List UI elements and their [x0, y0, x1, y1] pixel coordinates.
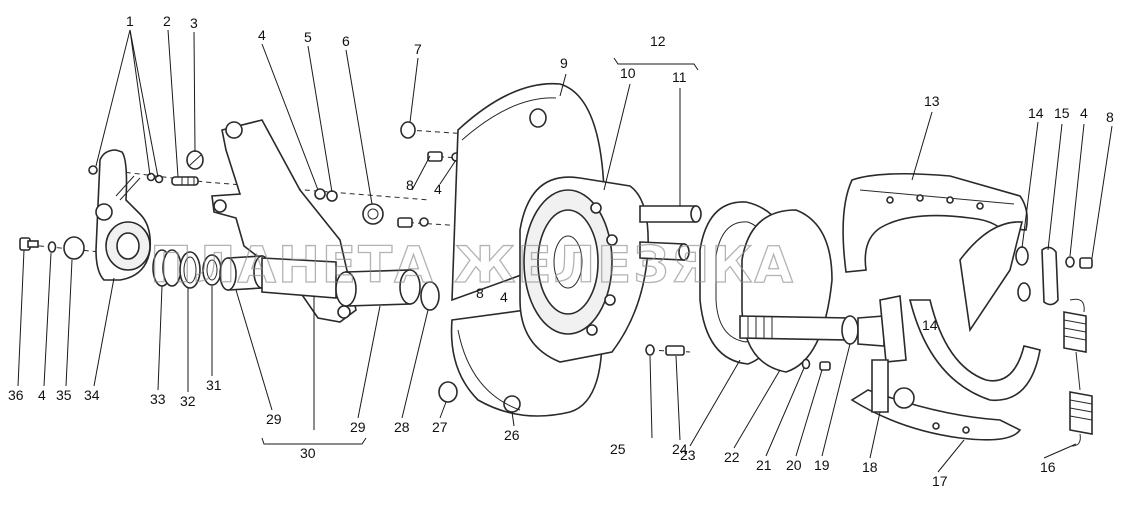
callout-15: 15	[1054, 105, 1070, 121]
washer-25	[645, 344, 655, 356]
ring-31	[202, 254, 222, 286]
callout-6: 6	[342, 33, 350, 49]
callout-33: 33	[150, 391, 166, 407]
ring-28	[420, 281, 440, 311]
callout-2: 2	[163, 13, 171, 29]
callout-30: 30	[300, 445, 316, 461]
callout-11: 11	[672, 69, 687, 85]
callout-4-right: 4	[1080, 105, 1088, 121]
callout-27: 27	[432, 419, 448, 435]
nipple-6	[362, 203, 384, 225]
watermark-text: ПЛАНЕТА ЖЕЛЕЗЯКА	[150, 236, 795, 294]
callout-31: 31	[206, 377, 222, 393]
callout-14-upper: 14	[1028, 105, 1044, 121]
bolt-8-right	[1079, 257, 1093, 269]
leader-lines	[17, 29, 1113, 473]
slack-adjuster-34	[95, 149, 152, 281]
callout-10: 10	[620, 65, 636, 81]
callout-35: 35	[56, 387, 72, 403]
brake-shoe-17	[850, 299, 1041, 441]
nuts-1	[88, 165, 164, 184]
callout-29-right: 29	[350, 419, 366, 435]
callout-4-upper-left: 4	[258, 27, 266, 43]
pin-2	[171, 176, 199, 186]
washer-4-right	[1065, 256, 1075, 268]
ring-32	[179, 251, 201, 289]
callout-25: 25	[610, 441, 626, 457]
callout-29-left: 29	[266, 411, 282, 427]
bolt-36	[19, 237, 39, 251]
bolt-8-middle	[397, 217, 429, 228]
callout-13: 13	[924, 93, 940, 109]
callout-21: 21	[756, 457, 772, 473]
washer-21	[801, 358, 811, 370]
callout-32: 32	[180, 393, 196, 409]
callout-8-right: 8	[1106, 109, 1114, 125]
callout-8-lower: 8	[476, 285, 484, 301]
callout-3: 3	[190, 15, 198, 31]
callout-12: 12	[650, 33, 666, 49]
callout-24: 24	[672, 441, 688, 457]
plug-27	[438, 381, 458, 403]
cam-shaft-19	[739, 295, 907, 363]
callout-4-lower: 4	[500, 289, 508, 305]
hub-body-10	[519, 176, 649, 363]
link-plate-15	[1041, 246, 1059, 306]
callout-19: 19	[814, 457, 830, 473]
bolt-24	[665, 345, 685, 356]
cap-7	[400, 121, 416, 139]
axle-pins-11	[639, 205, 702, 261]
callout-18: 18	[862, 459, 878, 475]
bushing-29-right	[335, 269, 421, 307]
callout-9: 9	[560, 55, 568, 71]
callout-8-upper: 8	[406, 177, 414, 193]
callout-16: 16	[1040, 459, 1056, 475]
shaft-sleeve	[261, 257, 337, 299]
bolt-8-upper	[427, 151, 461, 162]
callout-5: 5	[304, 29, 312, 45]
callout-34: 34	[84, 387, 100, 403]
roller-18	[871, 359, 915, 413]
nuts-5	[314, 188, 338, 202]
callout-26: 26	[504, 427, 520, 443]
spring-16	[1063, 298, 1093, 447]
callout-28: 28	[394, 419, 410, 435]
callout-1: 1	[126, 13, 134, 29]
callout-14-lower: 14	[922, 317, 938, 333]
brake-shoe-13	[842, 172, 1028, 333]
callout-4-left: 4	[38, 387, 46, 403]
callout-36: 36	[8, 387, 24, 403]
callout-23: 23	[680, 447, 696, 463]
callout-4-upper: 4	[434, 181, 442, 197]
rings-14	[1015, 246, 1031, 302]
callout-7: 7	[414, 41, 422, 57]
callout-22: 22	[724, 449, 740, 465]
callout-17: 17	[932, 473, 948, 489]
bolt-20	[819, 361, 831, 371]
callout-labels: 1 2 3 4 5 6 7 8 4 8 4 9 10 11 12 13 14 1…	[8, 13, 1114, 489]
plug-3	[186, 150, 204, 170]
washer-4-left	[47, 241, 57, 253]
disc-35	[63, 236, 85, 260]
callout-20: 20	[786, 457, 802, 473]
